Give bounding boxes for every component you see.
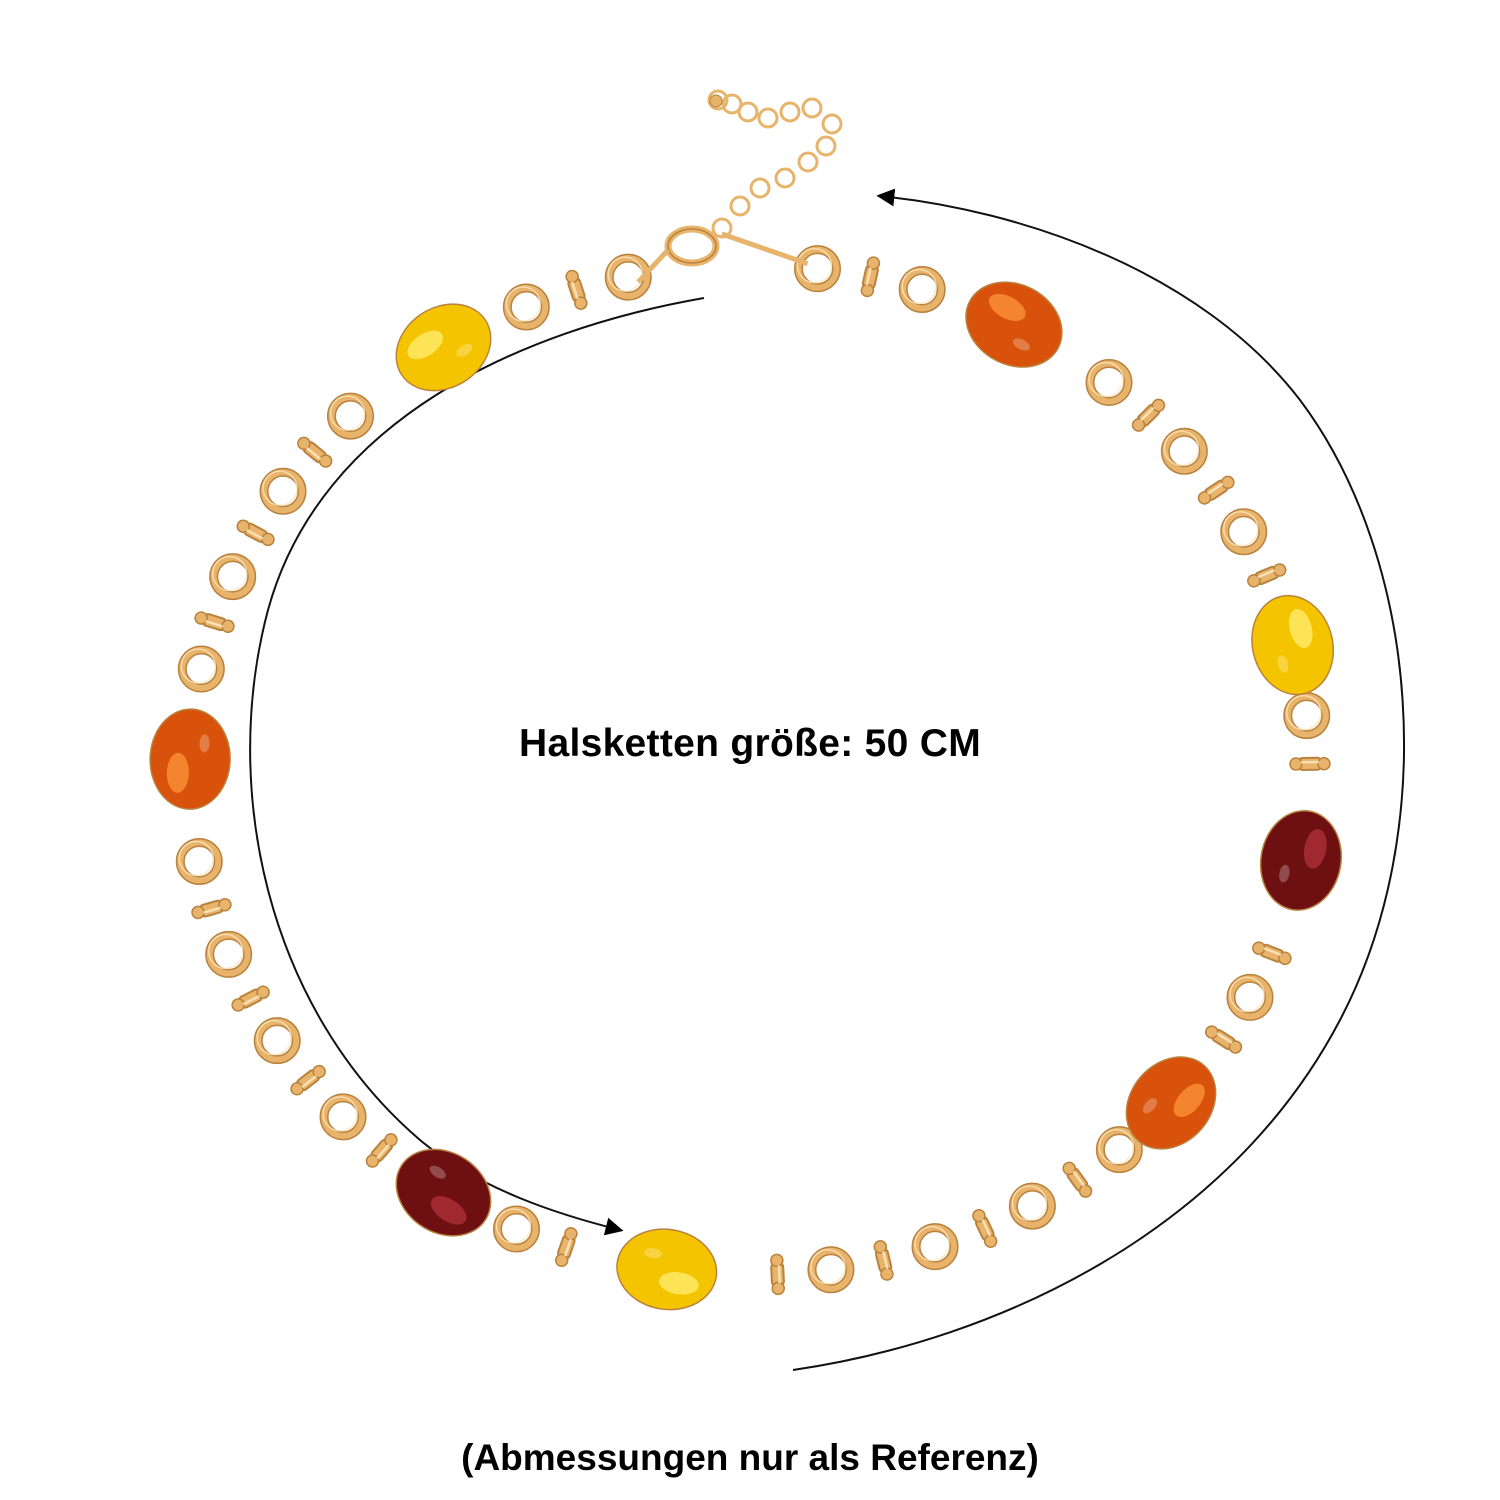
chain-link [194, 611, 235, 633]
chain-link [807, 1246, 855, 1294]
chain-link [1197, 475, 1235, 505]
chain-link [565, 269, 588, 310]
chain-link [1008, 1182, 1056, 1230]
chain-link [319, 1093, 367, 1141]
stone-yellow-amber [616, 1228, 718, 1311]
chain-link [493, 1205, 541, 1253]
gold-chain [175, 245, 1331, 1296]
chain-link [911, 1223, 959, 1271]
chain-link [236, 519, 275, 547]
chain-link [1252, 941, 1292, 966]
chain-link [1220, 508, 1268, 556]
chain-link [873, 1240, 894, 1281]
chain-link [191, 897, 232, 920]
lobster-clasp [636, 225, 720, 284]
stone-cherry-amber [1259, 809, 1343, 911]
amber-stones [149, 281, 1343, 1311]
stone-cognac-amber [965, 281, 1063, 368]
chain-link [1160, 427, 1208, 475]
chain-link [1131, 398, 1166, 432]
chain-link [365, 1133, 398, 1168]
chain-link [1062, 1161, 1093, 1198]
chain-link [1085, 358, 1133, 406]
chain-link [290, 1064, 326, 1096]
necklace-size-label: Halsketten größe: 50 CM [518, 722, 981, 765]
chain-link [502, 283, 550, 331]
chain-link [205, 930, 253, 978]
chain-link [793, 245, 841, 293]
chain-link [177, 645, 225, 693]
chain-link [297, 436, 333, 468]
stone-cognac-amber [149, 708, 231, 810]
chain-link [175, 837, 223, 885]
chain-link [1095, 1126, 1143, 1174]
chain-link [253, 1017, 301, 1065]
chain-link [259, 467, 307, 515]
stone-cognac-amber [1125, 1056, 1217, 1150]
chain-link [898, 265, 946, 313]
chain-link [326, 392, 374, 440]
chain-link [1289, 756, 1331, 771]
stone-yellow-amber [395, 303, 492, 392]
chain-link [1226, 973, 1274, 1021]
chain-link [231, 985, 270, 1012]
chain-link [860, 256, 881, 298]
chain-link [770, 1253, 785, 1296]
extender-chain [707, 89, 843, 267]
stone-cherry-amber [395, 1148, 492, 1237]
reference-note: (Abmessungen nur als Referenz) [461, 1437, 1039, 1478]
clasp-and-extender [636, 89, 843, 284]
chain-link [604, 253, 652, 301]
stone-yellow-amber [1251, 594, 1335, 696]
chain-link [1247, 563, 1287, 588]
chain-link [209, 553, 257, 601]
chain-link [1204, 1025, 1243, 1054]
chain-link [554, 1227, 578, 1268]
right-measure-arrow [792, 188, 1405, 1371]
chain-link [1283, 692, 1331, 740]
chain-link [972, 1209, 998, 1248]
